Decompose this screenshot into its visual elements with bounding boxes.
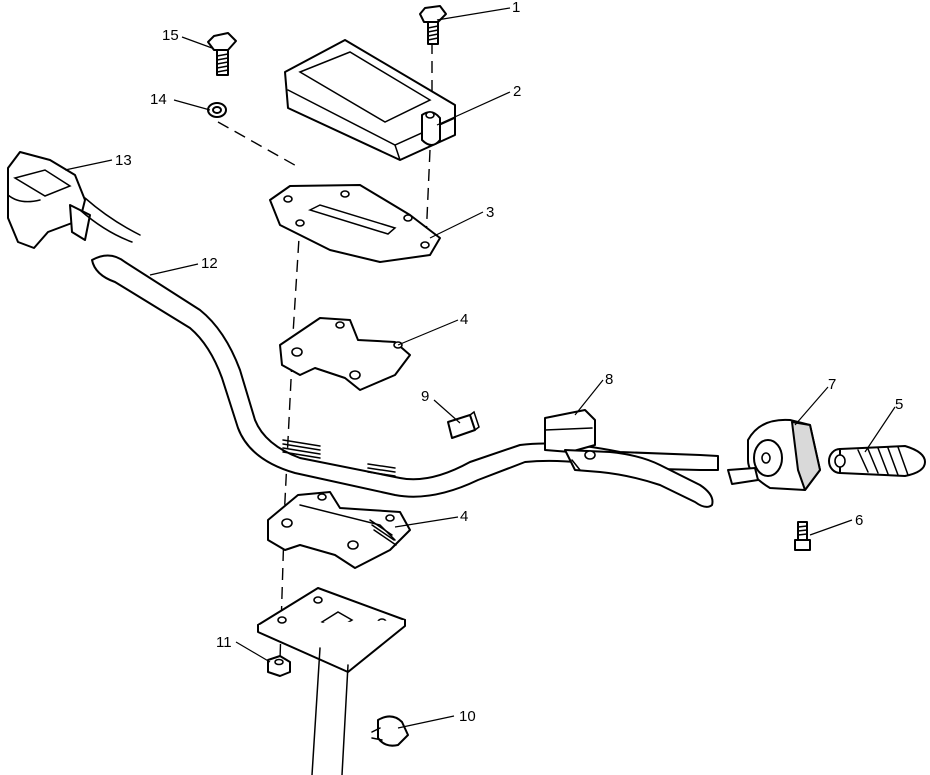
steering-post — [257, 587, 406, 775]
callout-12: 12 — [201, 255, 218, 272]
callout-8: 8 — [605, 371, 613, 388]
callout-11: 11 — [216, 634, 232, 651]
callout-1: 1 — [512, 0, 520, 16]
callout-4-lower: 4 — [460, 508, 468, 525]
knurl-marks — [282, 439, 396, 477]
leader-lines — [64, 7, 896, 729]
callout-3: 3 — [486, 204, 494, 221]
nut-11 — [267, 655, 291, 677]
cable-clip-10 — [371, 715, 409, 747]
left-control-housing — [7, 151, 141, 249]
callout-13: 13 — [115, 152, 132, 169]
handlebar-cover-pad — [284, 39, 456, 161]
callout-9: 9 — [421, 388, 429, 405]
handlebar — [91, 254, 719, 498]
callout-15: 15 — [162, 27, 179, 44]
block-9 — [447, 410, 480, 439]
throttle-housing-7 — [727, 418, 821, 491]
brake-lever-assembly-8 — [544, 409, 714, 508]
callout-labels: 1 2 3 4 4 5 6 7 8 9 10 11 12 13 14 15 — [115, 0, 903, 725]
callout-10: 10 — [459, 708, 476, 725]
clamp-upper-4 — [279, 317, 411, 391]
mounting-plate-3 — [269, 184, 441, 263]
alignment-lines — [217, 42, 433, 661]
screw-6 — [794, 521, 811, 551]
callout-14: 14 — [150, 91, 167, 108]
washer-14 — [207, 102, 227, 118]
bolt-15 — [207, 32, 237, 76]
bolt-1 — [419, 5, 447, 45]
callout-6: 6 — [855, 512, 863, 529]
callout-2: 2 — [513, 83, 521, 100]
callout-5: 5 — [895, 396, 903, 413]
handlebar-grip-5 — [828, 445, 926, 477]
callout-7: 7 — [828, 376, 836, 393]
callout-4-upper: 4 — [460, 311, 468, 328]
clamp-lower-4 — [267, 491, 411, 569]
